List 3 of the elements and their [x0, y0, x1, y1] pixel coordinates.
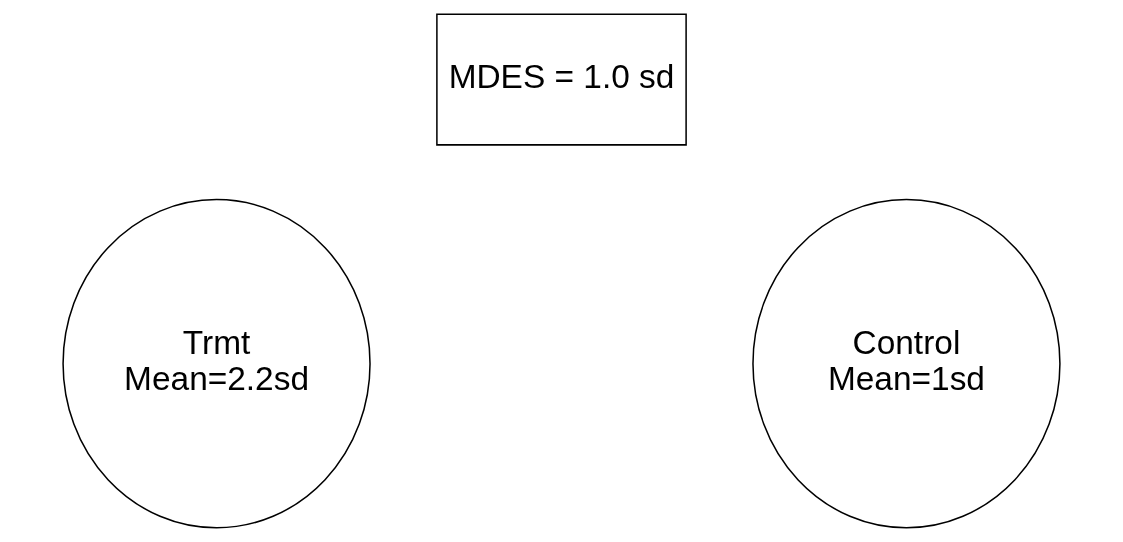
node-circle: Control Mean=1sd [752, 198, 1061, 529]
node-circle: Trmt Mean=2.2sd [62, 198, 371, 529]
node-box: MDES = 1.0 sd [436, 13, 687, 146]
